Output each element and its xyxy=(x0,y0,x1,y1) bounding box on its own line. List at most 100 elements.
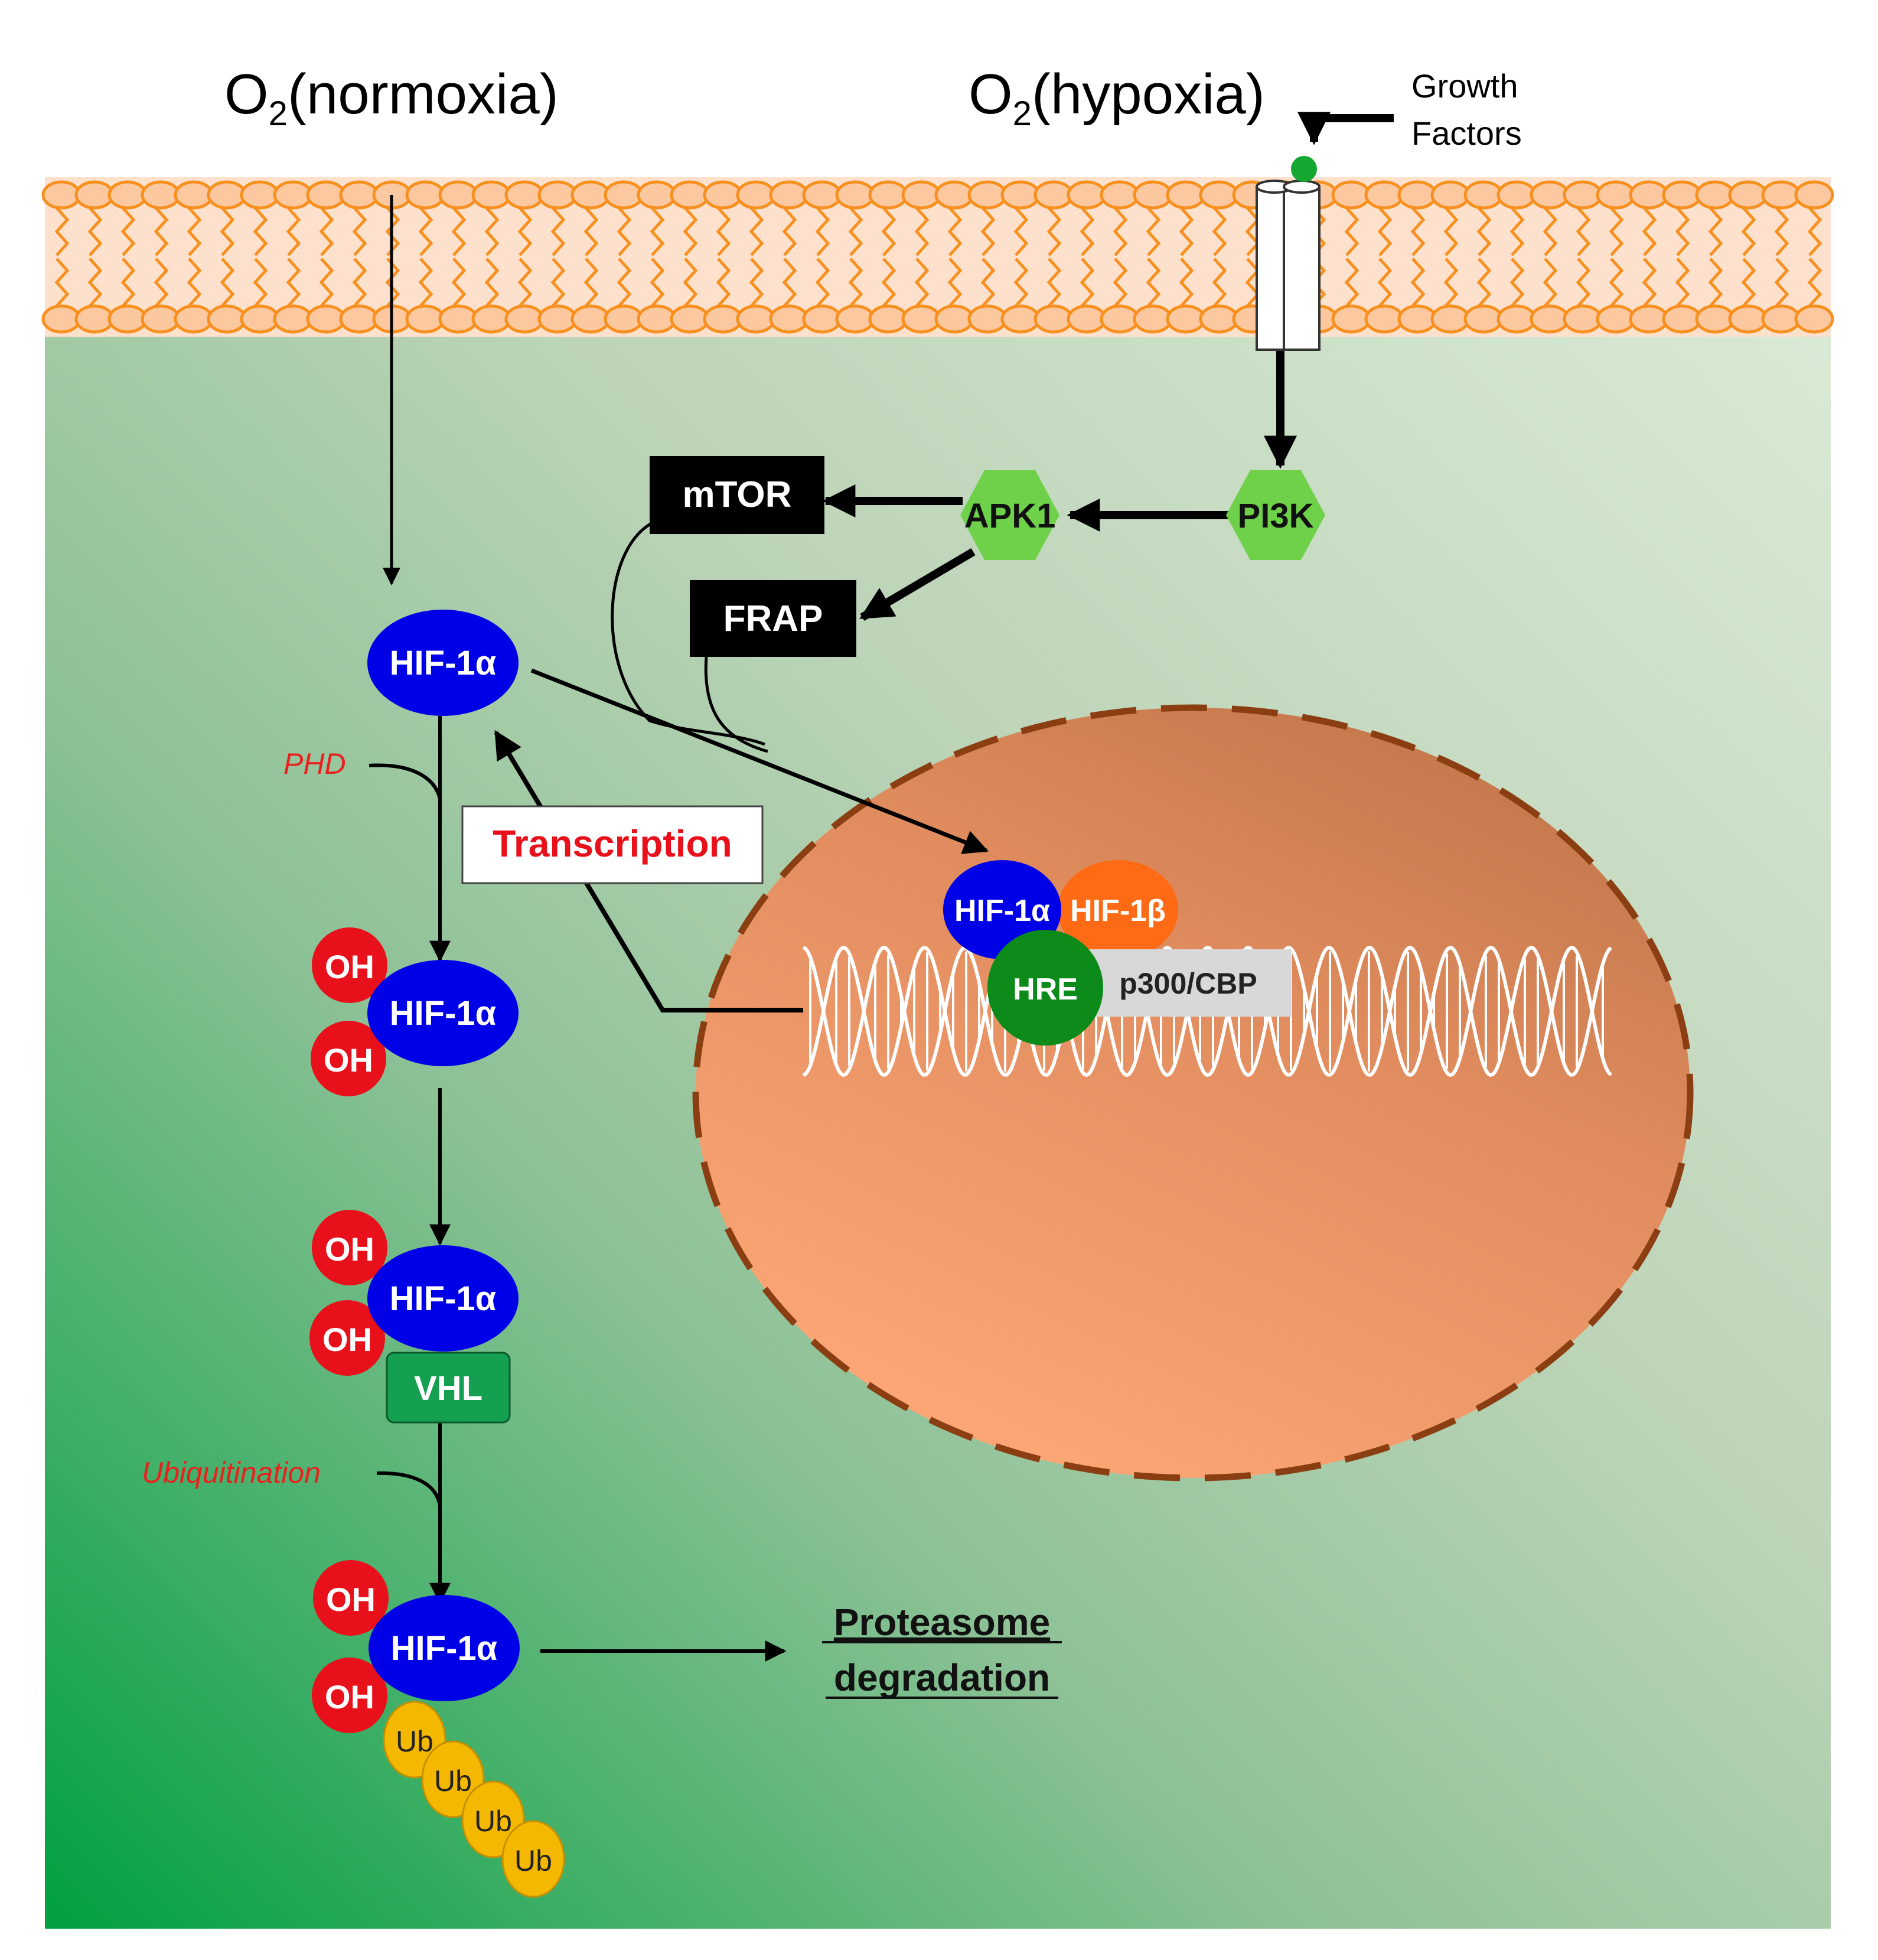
lipid-head xyxy=(1761,180,1801,210)
lipid-head xyxy=(1067,304,1107,334)
lipid-head xyxy=(1761,304,1801,334)
lipid-head xyxy=(670,180,710,210)
lipid-tail xyxy=(1046,258,1062,307)
lipid-head xyxy=(1397,304,1437,334)
lipid-tail xyxy=(881,207,896,256)
phd-curve xyxy=(369,763,442,799)
hif-1b-label: HIF-1β xyxy=(1070,894,1166,928)
lipid-head xyxy=(1596,180,1636,210)
phd-label: PHD xyxy=(283,747,346,780)
lipid-tail xyxy=(848,207,863,256)
lipid-tail xyxy=(1080,207,1095,256)
lipid-tail xyxy=(385,207,400,256)
lipid-tail xyxy=(650,258,665,307)
lipid-head xyxy=(306,304,346,334)
lipid-tail xyxy=(980,258,996,307)
lipid-head xyxy=(736,180,776,210)
lipid-tail xyxy=(352,258,367,307)
lipid-tail xyxy=(54,207,70,256)
oh-badge xyxy=(312,1658,387,1733)
lipid-head xyxy=(41,180,81,210)
lipid-head xyxy=(570,304,611,334)
frap-label: FRAP xyxy=(723,598,823,639)
lipid-head xyxy=(1166,180,1206,210)
pi3k-node: PI3K xyxy=(1226,470,1325,560)
lipid-head xyxy=(1364,180,1404,210)
oh-label: OH xyxy=(324,1041,373,1079)
lipid-head xyxy=(438,180,478,210)
lipid-tail xyxy=(286,207,301,256)
lipid-head xyxy=(604,304,644,334)
lipid-tail xyxy=(1509,258,1525,307)
transcription-label: Transcription xyxy=(493,822,732,865)
lipid-tail xyxy=(187,207,202,256)
lipid-head xyxy=(703,180,743,210)
lipid-head xyxy=(1331,304,1371,334)
lipid-head xyxy=(273,304,313,334)
lipid-head xyxy=(1430,304,1471,334)
nucleus xyxy=(692,704,1694,1482)
lipid-tail xyxy=(1013,258,1029,307)
lipid-tail xyxy=(1609,258,1624,307)
lipid-tail xyxy=(1113,207,1128,256)
lipid-tail xyxy=(1443,207,1459,256)
lipid-tail xyxy=(517,207,533,256)
lipid-tail xyxy=(749,258,764,307)
lipid-head xyxy=(1629,304,1669,334)
mtor-node: mTOR xyxy=(650,456,824,534)
lipid-head xyxy=(207,304,247,334)
lipid-head xyxy=(471,180,511,210)
ubiquitin-chain: Ub Ub Ub Ub xyxy=(383,1701,565,1898)
lipid-tail xyxy=(1642,207,1657,256)
lipid-head xyxy=(1695,304,1735,334)
lipid-tail xyxy=(1377,207,1393,256)
lipid-head xyxy=(1100,304,1140,334)
lipid-tail xyxy=(782,258,797,307)
ub-label: Ub xyxy=(514,1844,552,1877)
lipid-head xyxy=(1397,180,1437,210)
lipid-tail xyxy=(220,258,235,307)
lipid-head xyxy=(174,180,214,210)
lipid-head xyxy=(637,304,677,334)
lipid-tail xyxy=(1377,258,1393,307)
lipid-tail xyxy=(54,258,70,307)
lipid-head xyxy=(174,304,214,334)
lipid-head xyxy=(1695,180,1735,210)
oh-badge xyxy=(312,927,387,1003)
lipid-head xyxy=(1728,180,1768,210)
oh-badge xyxy=(311,1021,386,1096)
frap-node: FRAP xyxy=(690,580,856,657)
ubiquitination-curve xyxy=(376,1471,442,1507)
lipid-head xyxy=(1430,180,1471,210)
proteasome-degradation-label: Proteasome degradation xyxy=(822,1601,1062,1699)
lipid-head xyxy=(1133,304,1173,334)
lipid-tail xyxy=(1212,258,1227,307)
lipid-tail xyxy=(583,207,599,256)
oh-badge xyxy=(309,1300,385,1376)
lipid-tail xyxy=(451,207,467,256)
hif-1a-hydroxylated: OH OH HIF-1α xyxy=(311,927,519,1096)
lipid-tail xyxy=(1774,207,1789,256)
apk1-label: APK1 xyxy=(964,497,1056,535)
lipid-tail xyxy=(1146,258,1161,307)
lipid-head xyxy=(1067,180,1107,210)
lipid-tail xyxy=(286,258,301,307)
ub-label: Ub xyxy=(396,1725,433,1758)
lipid-tail xyxy=(1675,258,1690,307)
lipid-tail xyxy=(154,207,169,256)
lipid-head xyxy=(1000,180,1041,210)
p300-cbp-box xyxy=(1084,949,1292,1017)
growth-factors-label-line1: Growth xyxy=(1411,67,1518,105)
lipid-tail xyxy=(1245,258,1260,307)
lipid-head xyxy=(868,304,908,334)
lipid-head xyxy=(868,180,908,210)
normoxia-title: O2(normoxia) xyxy=(224,63,559,133)
lipid-tail xyxy=(749,207,764,256)
lipid-tail xyxy=(1543,207,1558,256)
lipid-tail xyxy=(848,258,863,307)
apk1-to-frap-arrow xyxy=(859,548,976,621)
hif-1a-cytoplasm: HIF-1α xyxy=(367,610,519,716)
lipid-head xyxy=(141,180,181,210)
apk1-node: APK1 xyxy=(960,470,1059,560)
lipid-tail xyxy=(716,207,731,256)
